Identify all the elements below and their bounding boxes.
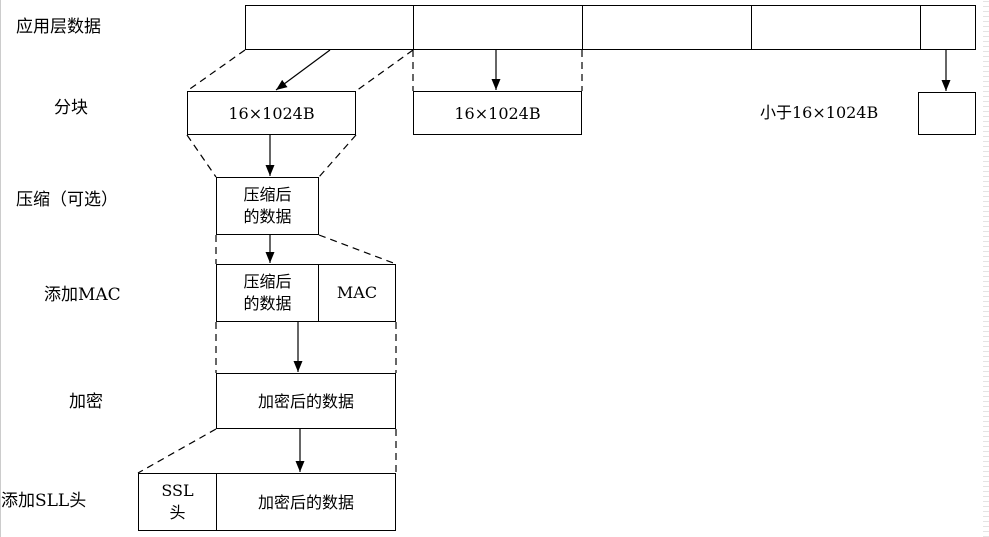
compressed-line-2: 的数据 bbox=[243, 207, 292, 226]
dashed-guide-seg1-left bbox=[186, 49, 246, 92]
compressed-data-box: 压缩后 的数据 bbox=[216, 177, 319, 235]
row-label-app-data: 应用层数据 bbox=[16, 17, 101, 37]
row-label-compress: 压缩（可选） bbox=[16, 190, 118, 210]
arrow-seg1-to-chunk1 bbox=[275, 49, 331, 91]
mac-label: MAC bbox=[336, 283, 378, 302]
app-data-segment-1 bbox=[245, 5, 414, 50]
dashed-guide-compress-left bbox=[186, 134, 217, 178]
chunk-box-2: 16×1024B bbox=[413, 91, 582, 135]
dashed-guide-mac-right bbox=[318, 234, 397, 265]
compressed-data-with-mac-box: 压缩后 的数据 bbox=[216, 264, 319, 322]
chunk-2-label: 16×1024B bbox=[454, 104, 541, 123]
left-frame-border bbox=[0, 0, 1, 537]
ssl-header-line-2: 头 bbox=[169, 503, 186, 522]
encrypted-label: 加密后的数据 bbox=[257, 392, 354, 411]
compressed-mac-line-2: 的数据 bbox=[243, 294, 292, 313]
chunk-box-1: 16×1024B bbox=[187, 91, 356, 135]
ssl-header-line-1: SSL bbox=[161, 481, 194, 500]
chunk-box-last bbox=[918, 92, 976, 135]
row-label-encrypt: 加密 bbox=[69, 392, 103, 412]
encrypted-data-box: 加密后的数据 bbox=[216, 373, 396, 429]
final-encrypted-data-box: 加密后的数据 bbox=[216, 473, 396, 531]
chunk-last-label: 小于16×1024B bbox=[760, 103, 879, 122]
compressed-mac-line-1: 压缩后 bbox=[243, 272, 292, 291]
row-label-add-ssl-header: 添加SLL头 bbox=[1, 491, 87, 511]
right-frame-border bbox=[983, 0, 989, 537]
row-label-split: 分块 bbox=[54, 98, 88, 118]
mac-box: MAC bbox=[318, 264, 396, 322]
ssl-header-box: SSL 头 bbox=[138, 473, 217, 531]
app-data-segment-5 bbox=[920, 5, 976, 50]
app-data-segment-2 bbox=[413, 5, 583, 50]
compressed-line-1: 压缩后 bbox=[243, 185, 292, 204]
dashed-guide-ssl-left bbox=[137, 428, 217, 474]
chunk-1-label: 16×1024B bbox=[228, 104, 315, 123]
app-data-segment-4 bbox=[751, 5, 921, 50]
row-label-add-mac: 添加MAC bbox=[44, 285, 121, 305]
dashed-guide-seg1-right bbox=[355, 49, 414, 92]
dashed-guide-compress-right bbox=[318, 134, 357, 178]
final-encrypted-label: 加密后的数据 bbox=[257, 493, 354, 512]
